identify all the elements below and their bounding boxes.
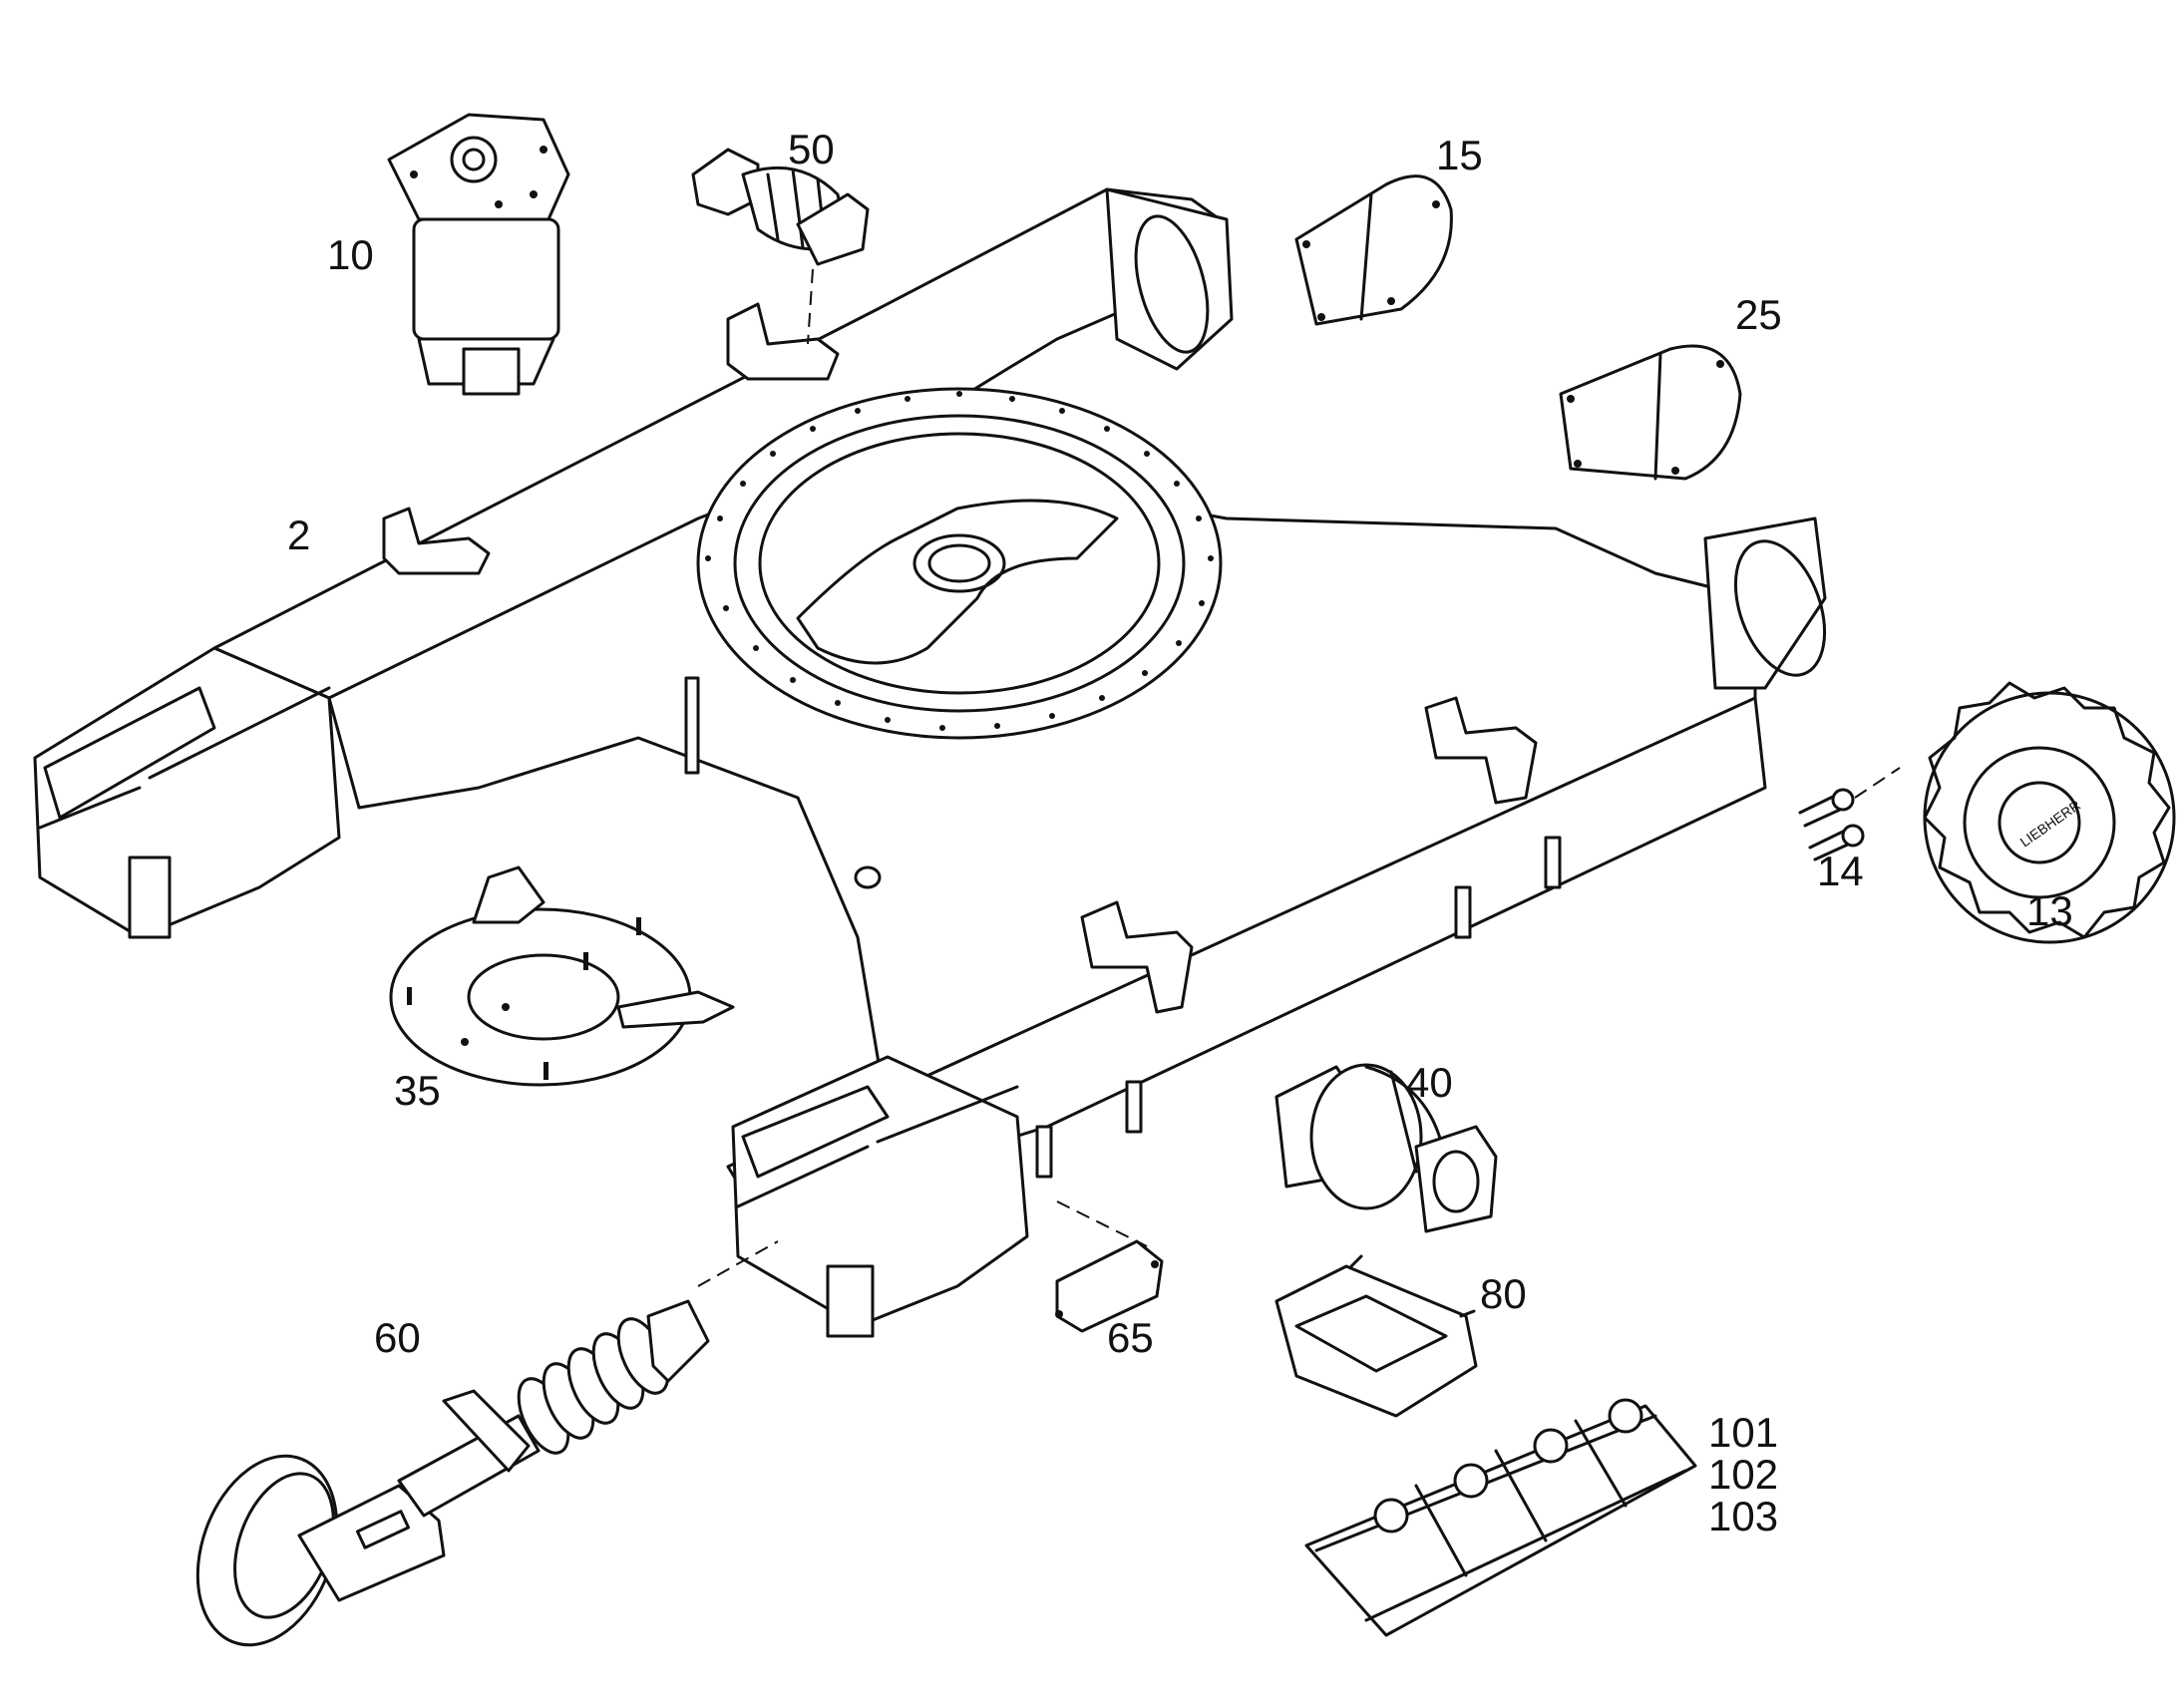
tension-spring-coils [517, 1317, 670, 1455]
callout-102: 102 [1708, 1451, 1778, 1498]
callout-65: 65 [1107, 1314, 1154, 1361]
callout-2: 2 [287, 512, 310, 558]
callout-80: 80 [1480, 1270, 1527, 1317]
travel-motor [387, 113, 570, 396]
callout-103: 103 [1708, 1493, 1778, 1539]
sprocket-bolts [1798, 788, 1865, 861]
callout-40: 40 [1406, 1059, 1453, 1106]
cover-plate-15 [1294, 174, 1453, 326]
assembly-guide-lines [697, 268, 1901, 1287]
callout-10: 10 [327, 231, 374, 278]
callout-labels: 2 10 13 14 15 25 35 40 50 60 65 80 101 1… [287, 126, 2073, 1539]
callout-35: 35 [394, 1067, 441, 1114]
callout-14: 14 [1817, 848, 1864, 894]
callout-15: 15 [1436, 132, 1483, 178]
callout-60: 60 [374, 1314, 421, 1361]
guard-plate [389, 865, 735, 1087]
carrier-roller [691, 148, 870, 266]
callout-25: 25 [1735, 291, 1782, 338]
track-guide [1274, 1254, 1478, 1418]
drive-sprocket: LIEBHERR [1923, 681, 2176, 944]
cover-65 [1055, 1239, 1164, 1333]
undercarriage-frame [33, 187, 1827, 1338]
cover-plate-25 [1559, 344, 1742, 481]
callout-50: 50 [788, 126, 835, 172]
track-roller [1274, 1063, 1498, 1233]
idler-with-tension-spring [195, 1299, 710, 1647]
callout-101: 101 [1708, 1409, 1778, 1456]
turntable-bolt-holes [705, 391, 1214, 731]
track-chain [1304, 1398, 1697, 1637]
callout-13: 13 [2026, 887, 2073, 934]
